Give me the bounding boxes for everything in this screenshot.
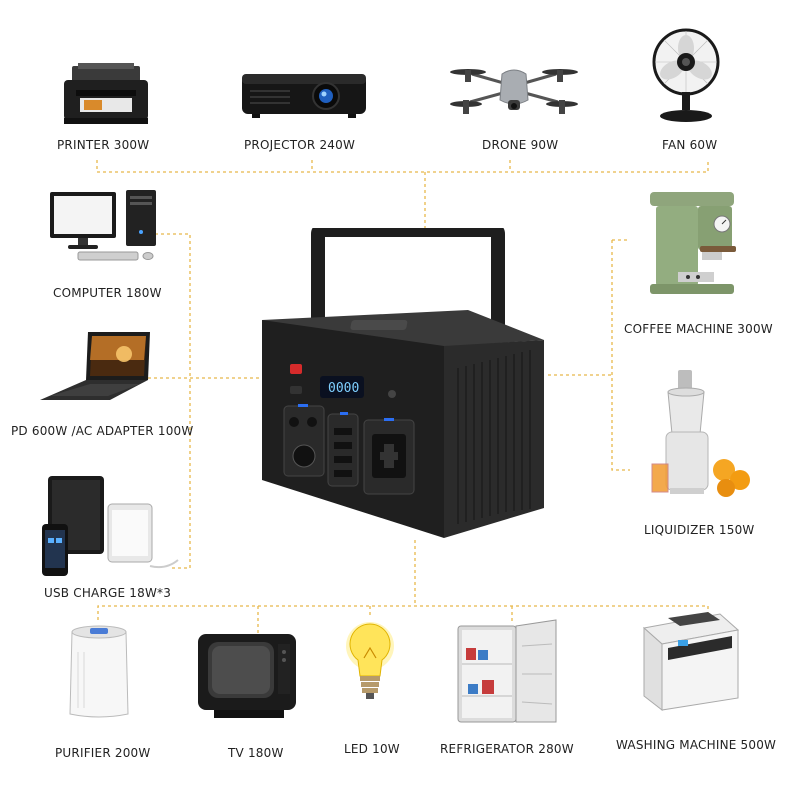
top-bus-line [96,160,709,173]
led-label: LED 10W [344,742,400,756]
left-bus-line [155,233,191,569]
right-bus-line [611,240,630,471]
juicer-icon [648,368,758,500]
usb-label: USB CHARGE 18W*3 [44,586,172,600]
power-station-icon: 0000 [258,228,548,540]
bottom-bus-line [97,605,709,620]
coffee-label: COFFEE MACHINE 300W [624,322,773,336]
fan-label: FAN 60W [662,138,718,152]
fan-icon [650,28,722,124]
air-purifier-icon [66,622,132,722]
tablet-phone-icon [40,474,182,578]
desktop-computer-icon [48,188,164,264]
station-display: 0000 [328,381,359,396]
juicer-label: LIQUIDIZER 150W [644,523,755,537]
washing-machine-icon [638,610,742,714]
computer-label: COMPUTER 180W [53,286,162,300]
crt-tv-icon [194,630,304,724]
tv-label: TV 180W [228,746,284,760]
laptop-icon [36,330,152,402]
projector-icon [238,64,370,120]
fridge-label: REFRIGERATOR 280W [440,742,574,756]
drone-icon [448,56,580,126]
printer-label: PRINTER 300W [57,138,150,152]
light-bulb-icon [344,618,396,710]
laptop-label: PD 600W /AC ADAPTER 100W [11,424,194,438]
printer-icon [58,62,154,126]
coffee-machine-icon [648,188,744,296]
refrigerator-icon [454,618,562,728]
purifier-label: PURIFIER 200W [55,746,151,760]
projector-label: PROJECTOR 240W [244,138,356,152]
washer-label: WASHING MACHINE 500W [616,738,777,752]
drone-label: DRONE 90W [482,138,559,152]
